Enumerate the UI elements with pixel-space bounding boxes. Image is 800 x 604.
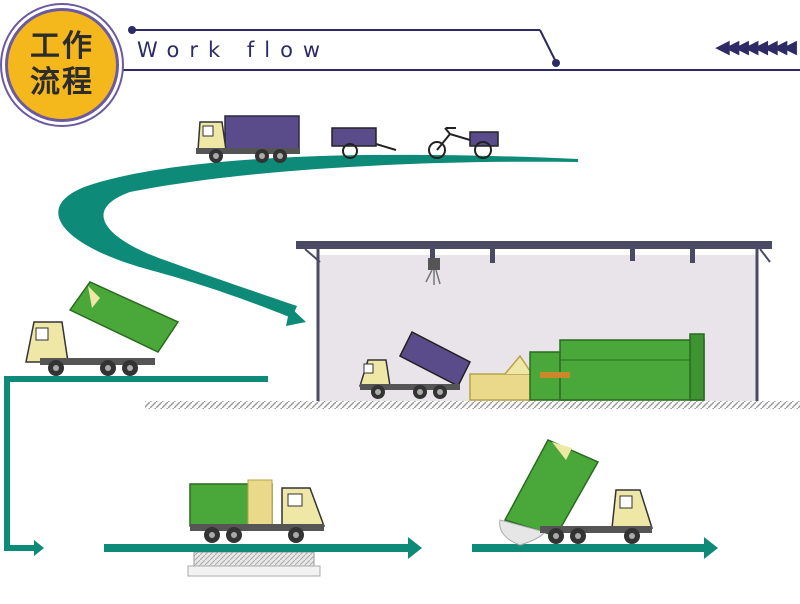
chevron-left-icon: ◀◀◀◀◀◀◀◀ bbox=[715, 36, 792, 58]
tricycle-cart-icon bbox=[429, 128, 498, 158]
badge-line-2: 流程 bbox=[30, 65, 94, 101]
dump-truck-icon bbox=[196, 116, 300, 163]
work-flow-label: Work flow bbox=[137, 38, 330, 62]
ground-strip bbox=[145, 401, 800, 409]
truck-loading-container-icon bbox=[26, 282, 178, 376]
container-dumping-icon bbox=[472, 440, 718, 559]
title-badge: 工作 流程 bbox=[5, 8, 119, 122]
hand-cart-icon bbox=[332, 128, 396, 158]
container-on-weighbridge-icon bbox=[104, 480, 422, 576]
badge-line-1: 工作 bbox=[30, 29, 94, 65]
